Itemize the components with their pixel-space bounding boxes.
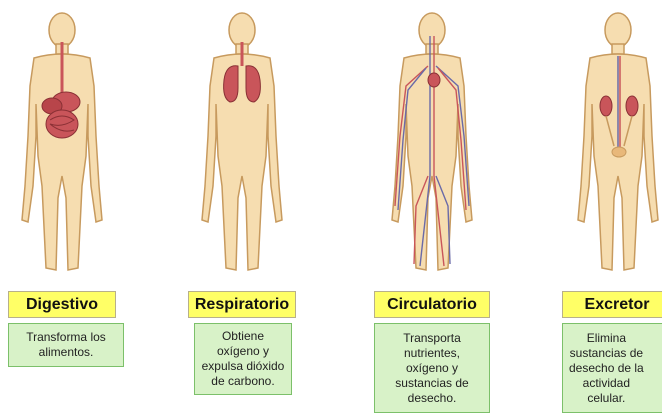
- desc-line: desecho.: [395, 391, 468, 406]
- panel-excretor: Excretor Elimina sustancias de desecho d…: [556, 0, 662, 418]
- desc-line: Transforma los: [26, 330, 106, 345]
- system-desc-digestivo: Transforma los alimentos.: [8, 323, 124, 367]
- desc-line: alimentos.: [26, 345, 106, 360]
- desc-line: actividad: [569, 376, 644, 391]
- body-excretory-icon: [556, 6, 662, 286]
- body-digestive-icon: [0, 6, 140, 286]
- desc-line: Elimina: [569, 331, 644, 346]
- system-desc-excretor: Elimina sustancias de desecho de la acti…: [562, 323, 662, 413]
- desc-line: celular.: [569, 391, 644, 406]
- desc-line: desecho de la: [569, 361, 644, 376]
- desc-line: Obtiene: [202, 329, 285, 344]
- desc-line: sustancias de: [569, 346, 644, 361]
- body-respiratory-icon: [180, 6, 320, 286]
- system-desc-circulatorio: Transporta nutrientes, oxígeno y sustanc…: [374, 323, 490, 413]
- system-title-excretor: Excretor: [562, 291, 662, 318]
- panel-circulatorio: Circulatorio Transporta nutrientes, oxíg…: [370, 0, 510, 418]
- panel-digestivo: Digestivo Transforma los alimentos.: [0, 0, 140, 418]
- desc-line: oxígeno y: [395, 361, 468, 376]
- desc-line: expulsa dióxido: [202, 359, 285, 374]
- system-title-circulatorio: Circulatorio: [374, 291, 490, 318]
- body-circulatory-icon: [370, 6, 510, 286]
- desc-line: sustancias de: [395, 376, 468, 391]
- desc-line: nutrientes,: [395, 346, 468, 361]
- desc-line: oxígeno y: [202, 344, 285, 359]
- panel-respiratorio: Respiratorio Obtiene oxígeno y expulsa d…: [180, 0, 320, 418]
- system-title-respiratorio: Respiratorio: [188, 291, 296, 318]
- desc-line: de carbono.: [202, 374, 285, 389]
- system-title-digestivo: Digestivo: [8, 291, 116, 318]
- desc-line: Transporta: [395, 331, 468, 346]
- system-desc-respiratorio: Obtiene oxígeno y expulsa dióxido de car…: [194, 323, 292, 395]
